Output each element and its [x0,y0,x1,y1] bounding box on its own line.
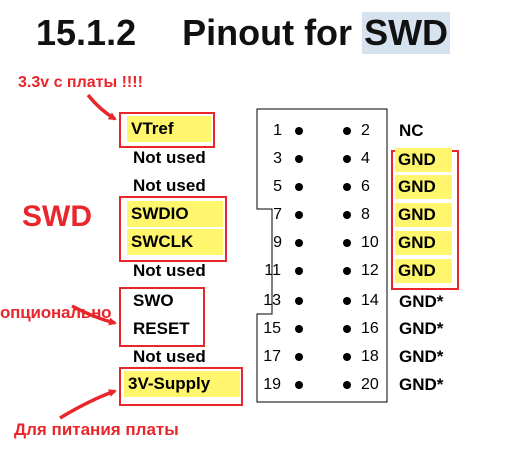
pin-number-odd: 1 [273,122,282,139]
heading-text: Pinout for [182,12,363,53]
swd-group-label: SWD [22,200,92,233]
pin-number-even: 12 [361,262,379,279]
pin-number-even: 2 [361,122,370,139]
right-label-gnd-16: GND* [399,319,444,338]
pin-dot-odd [295,127,303,135]
pin-dot-odd [295,381,303,389]
heading-highlight: SWD [362,12,451,54]
right-label-gnd-20: GND* [399,375,444,394]
pin-number-even: 18 [361,348,379,365]
pin-number-odd: 15 [263,320,281,337]
pin-number-odd: 7 [273,206,282,223]
pin-dot-even [343,127,351,135]
pin-dot-even [343,155,351,163]
pin-dot-even [343,381,351,389]
power-note: Для питания платы [14,420,179,439]
vtref-arrow [86,93,117,121]
right-label-gnd-4: GND [395,148,452,172]
pin-number-odd: 19 [263,376,281,393]
pin-number-even: 4 [361,150,370,167]
right-label-nc: NC [399,121,424,140]
pin-number-odd: 13 [263,292,281,309]
pin-dot-odd [295,325,303,333]
optional-note: опционально [0,303,112,322]
right-label-gnd-14: GND* [399,292,444,311]
pin-dot-odd [295,155,303,163]
power-box [119,367,243,406]
pin-dot-even [343,211,351,219]
label-reset: RESET [133,319,190,338]
pin-dot-odd [295,183,303,191]
vtref-box [119,112,215,148]
optional-arrow [71,304,117,326]
pin-dot-even [343,353,351,361]
pin-dot-odd [295,267,303,275]
swd-signals-box [119,196,227,262]
label-pin3: Not used [133,148,206,167]
section-heading: 15.1.2 Pinout for SWD [36,12,451,54]
pin-number-odd: 3 [273,150,282,167]
pin-dot-odd [295,211,303,219]
label-swclk: SWCLK [127,229,223,255]
vtref-note: 3.3v с платы !!!! [18,74,143,91]
pin-number-odd: 9 [273,234,282,251]
pin-dot-odd [295,239,303,247]
optional-signals-box [119,287,205,347]
pin-number-odd: 17 [263,348,281,365]
right-label-gnd-8: GND [395,203,452,227]
pin-number-even: 20 [361,376,379,393]
label-3v-supply: 3V-Supply [124,371,240,397]
pin-dot-even [343,325,351,333]
pin-dot-even [343,297,351,305]
label-swdio: SWDIO [127,201,223,227]
pin-dot-even [343,239,351,247]
connector-outline [256,108,388,403]
pin-number-even: 8 [361,206,370,223]
pin-number-even: 10 [361,234,379,251]
pin-dot-even [343,183,351,191]
right-label-gnd-18: GND* [399,347,444,366]
pin-number-even: 16 [361,320,379,337]
right-label-gnd-10: GND [395,231,452,255]
pin-dot-even [343,267,351,275]
label-pin5: Not used [133,176,206,195]
label-pin17: Not used [133,347,206,366]
pin-number-odd: 11 [264,262,281,279]
pin-number-odd: 5 [273,178,282,195]
pin-number-even: 14 [361,292,379,309]
pin-number-even: 6 [361,178,370,195]
label-swo: SWO [133,291,174,310]
section-number: 15.1.2 [36,12,137,53]
right-label-gnd-12: GND [395,259,452,283]
right-label-gnd-6: GND [395,175,452,199]
label-pin11: Not used [133,261,206,280]
pin-dot-odd [295,297,303,305]
power-arrow [59,389,117,420]
pin-dot-odd [295,353,303,361]
label-vtref: VTref [127,116,211,142]
